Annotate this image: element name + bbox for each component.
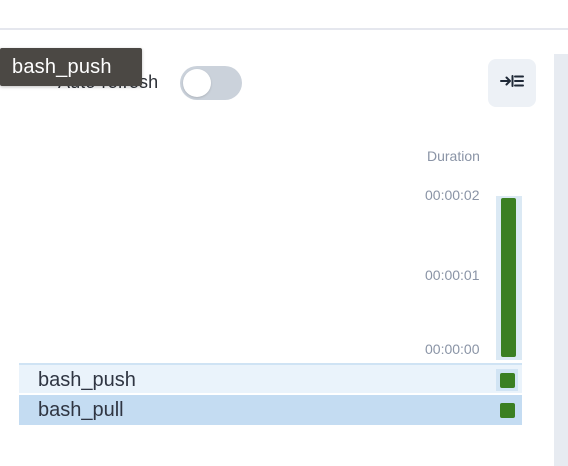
task-name[interactable]: bash_push (38, 369, 136, 391)
duration-tick-2s: 00:00:02 (425, 187, 480, 203)
duration-header: Duration (427, 148, 480, 164)
tooltip-text: bash_push (12, 55, 112, 78)
task-row-bash-push[interactable]: bash_push (19, 363, 522, 393)
task-tooltip: bash_push (0, 48, 142, 86)
auto-refresh-toggle[interactable] (180, 66, 242, 100)
task-instance-cell[interactable] (496, 399, 518, 421)
status-square[interactable] (500, 403, 515, 418)
task-row-bash-pull[interactable]: bash_pull (19, 395, 522, 425)
task-name[interactable]: bash_pull (38, 399, 124, 421)
top-divider (0, 28, 568, 30)
toggle-knob (183, 69, 211, 97)
dag-run-duration-bar[interactable] (501, 198, 516, 357)
expand-right-icon (500, 73, 524, 94)
vertical-scrollbar[interactable] (554, 54, 568, 466)
task-instance-cell[interactable] (496, 369, 518, 391)
expand-button[interactable] (488, 59, 536, 107)
duration-tick-0s: 00:00:00 (425, 341, 480, 357)
duration-tick-1s: 00:00:01 (425, 267, 480, 283)
status-square[interactable] (500, 373, 515, 388)
